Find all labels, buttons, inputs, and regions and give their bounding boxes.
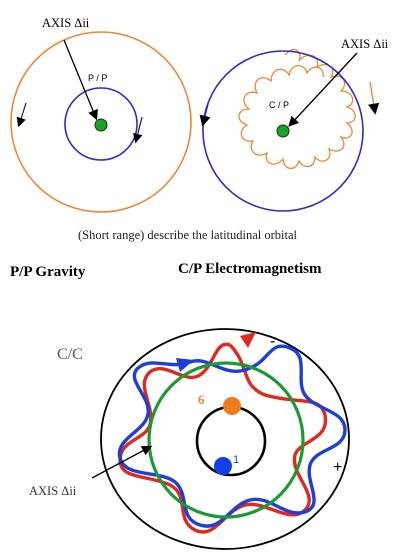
cc-green-ring (147, 361, 305, 519)
em-axis-arrow (288, 52, 358, 127)
gravity-axis-arrow (63, 39, 98, 121)
gravity-inner-direction-arrow (133, 116, 143, 144)
em-title: C/P Electromagnetism (178, 261, 322, 277)
em-wavy-orbit (238, 48, 356, 169)
gravity-outer-direction-arrow (16, 102, 27, 128)
cc-red-orbit (118, 342, 328, 534)
em-axis-label: AXIS Δii (341, 37, 389, 51)
cc-axis-arrow (91, 445, 153, 479)
cc-axis-label: AXIS Δii (29, 484, 77, 498)
em-blue-direction-arrow (199, 103, 211, 127)
gravity-diagram: AXIS Δii P / P (10, 16, 192, 213)
gravity-inner-orbit (64, 87, 138, 161)
cc-plus-label: + (333, 459, 342, 476)
em-center-label: C / P (269, 100, 289, 110)
cc-outer-circle (100, 328, 350, 550)
gravity-title: P/P Gravity (10, 264, 86, 280)
cc-blue-label: 1 (233, 454, 239, 466)
em-caption: (Short range) describe the latitudinal o… (78, 228, 298, 242)
cc-minus-label: - (270, 333, 275, 350)
em-orange-direction-arrow (368, 81, 380, 115)
em-orbit-circle (202, 50, 364, 212)
electromagnetism-diagram: AXIS Δii C / P (199, 37, 389, 212)
cc-blue-arrowhead (176, 358, 194, 372)
cc-red-arrowhead (240, 332, 256, 348)
em-nucleus (276, 124, 290, 138)
gravity-nucleus (94, 118, 108, 132)
gravity-center-label: P / P (88, 73, 107, 83)
cc-corner-label: C/C (57, 346, 83, 363)
cc-orange-label: 6 (198, 392, 205, 407)
gravity-outer-orbit (10, 31, 192, 213)
cc-diagram: C/C - + 6 1 AXIS Δii (29, 328, 350, 550)
cc-orange-dot (223, 397, 241, 415)
cc-blue-dot (214, 457, 232, 475)
gravity-axis-label: AXIS Δii (42, 16, 90, 30)
cc-blue-orbit (117, 344, 347, 528)
